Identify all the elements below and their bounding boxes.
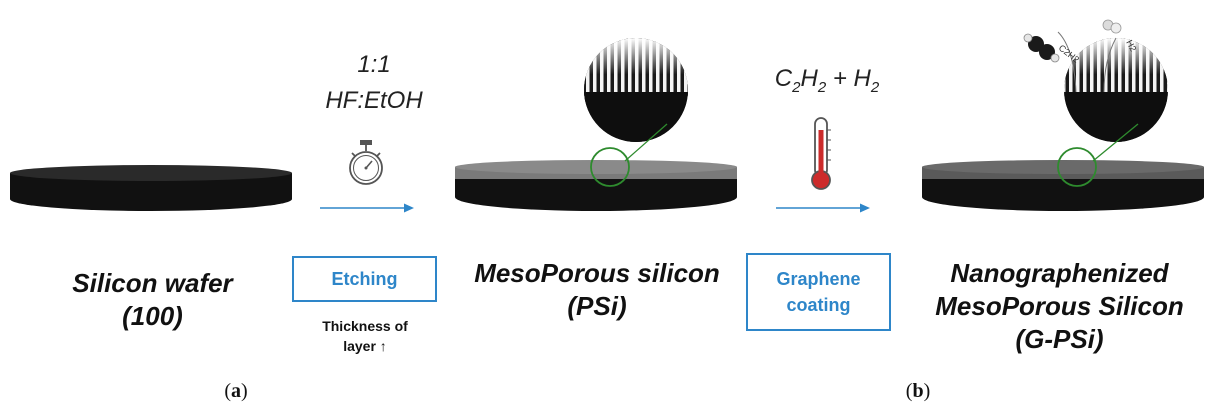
magnified-pores-gpsi	[1064, 38, 1168, 142]
stage-label-psi: MesoPorous silicon (PSi)	[474, 258, 720, 321]
etch-ratio: 1:1	[357, 51, 391, 78]
zoom-connector-gpsi	[1092, 123, 1139, 162]
zoom-connector-psi	[624, 123, 668, 162]
panel-label-b: (b)	[905, 380, 931, 402]
process-arrow-coating	[776, 203, 870, 213]
stage-label-gpsi: Nanographenized MesoPorous Silicon (G-PS…	[935, 258, 1184, 354]
zoom-circle-gpsi	[1057, 147, 1097, 187]
c2h2-label: C2H2	[1057, 43, 1081, 65]
graphene-coating-step-box: Graphene coating	[746, 253, 891, 331]
h2-path	[1103, 37, 1117, 93]
h2-label: H2	[1124, 38, 1138, 53]
silicon-wafer	[10, 165, 292, 211]
porous-silicon-wafer	[455, 160, 737, 211]
thickness-note: Thickness of layer ↑	[322, 318, 408, 354]
panel-label-a: (a)	[224, 380, 248, 402]
etching-step-box: Etching	[292, 256, 437, 302]
graphenized-wafer	[922, 160, 1204, 211]
stage-label-wafer: Silicon wafer (100)	[72, 268, 233, 331]
magnified-pores-psi	[584, 38, 688, 142]
stopwatch-icon	[349, 140, 383, 185]
gas-mixture: C2H2 + H2	[774, 65, 880, 96]
hydrogen-molecule-icon	[1102, 19, 1122, 34]
etch-solution: HF:EtOH	[325, 87, 423, 114]
zoom-circle-psi	[590, 147, 630, 187]
c2h2-path	[1057, 31, 1077, 93]
thermometer-icon	[811, 117, 831, 190]
acetylene-molecule-icon	[1023, 33, 1060, 63]
process-arrow-etching	[320, 203, 414, 213]
